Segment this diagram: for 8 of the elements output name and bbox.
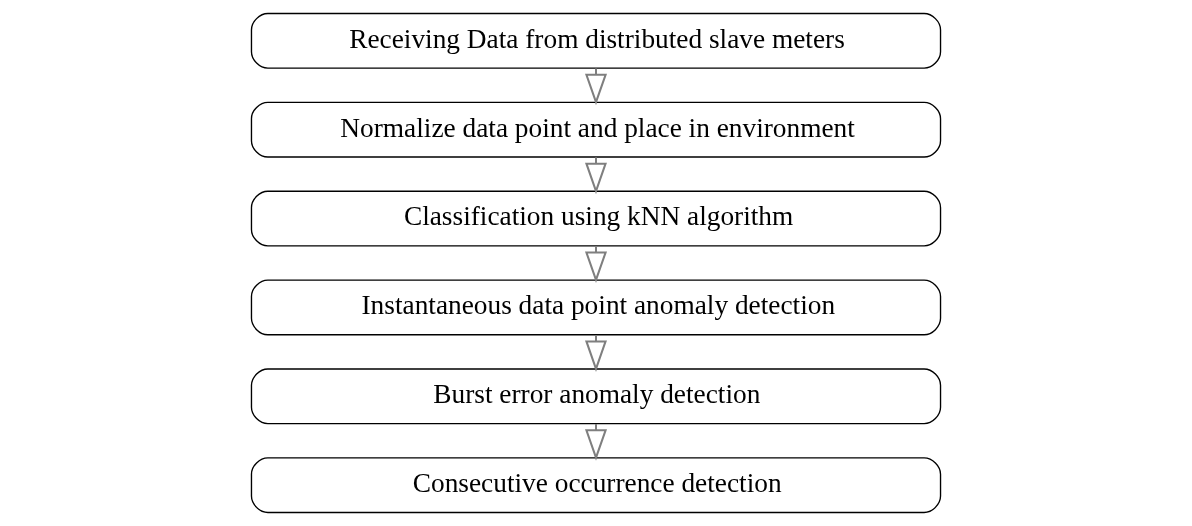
arrow xyxy=(585,246,607,283)
arrow xyxy=(585,157,607,195)
node-box: Classification using kNN algorithm xyxy=(250,190,942,247)
node-box: Normalize data point and place in environment xyxy=(250,101,942,158)
node-box: Burst error anomaly detection xyxy=(250,368,942,425)
node-box: Consecutive occurrence detection xyxy=(250,457,942,514)
node-box: Instantaneous data point anomaly detection xyxy=(250,279,942,336)
node-box: Receiving Data from distributed slave meters xyxy=(250,12,942,69)
